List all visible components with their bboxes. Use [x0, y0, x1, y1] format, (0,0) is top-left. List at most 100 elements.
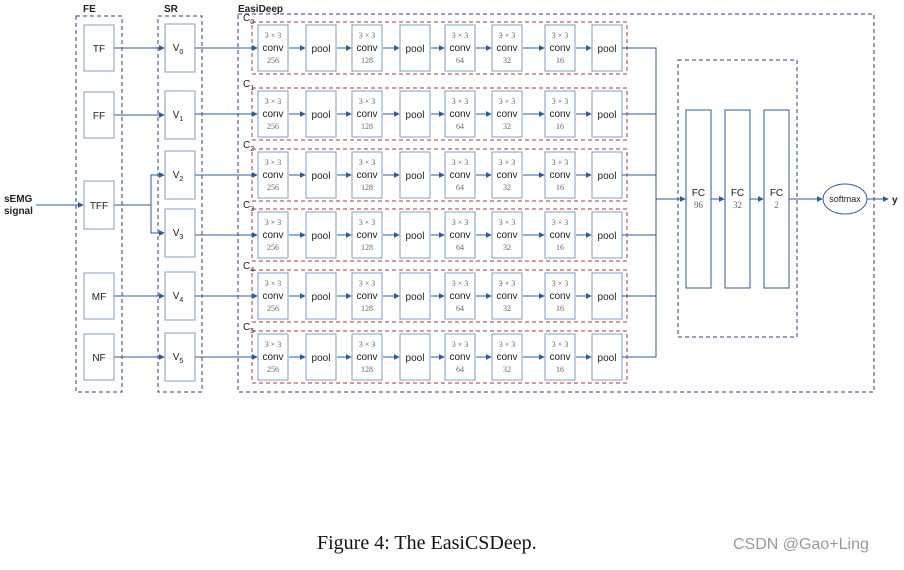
channel-label-4: C4 [243, 261, 254, 274]
conv-kernel-label: 3 × 3 [452, 218, 469, 227]
conv-label: conv [262, 291, 283, 302]
pool-block [305, 151, 337, 199]
channel-label-1: C1 [243, 79, 254, 92]
watermark-text: CSDN @Gao+Ling [733, 536, 869, 553]
conv-label: conv [356, 230, 377, 241]
conv-label: conv [262, 352, 283, 363]
fe-section [75, 15, 123, 393]
conv-block [257, 24, 289, 72]
feature-label: TFF [90, 201, 108, 212]
conv-block [257, 90, 289, 138]
view-box-1 [164, 90, 196, 140]
conv-filter-label: 16 [556, 183, 564, 192]
pool-block [305, 90, 337, 138]
pool-block [305, 24, 337, 72]
conv-kernel-label: 3 × 3 [552, 340, 569, 349]
conv-filter-label: 64 [456, 304, 464, 313]
fc-layer-96 [685, 109, 712, 289]
pool-label: pool [312, 231, 331, 242]
conv-filter-label: 128 [361, 183, 373, 192]
pool-label: pool [406, 292, 425, 303]
conv-kernel-label: 3 × 3 [499, 158, 516, 167]
conv-label: conv [449, 230, 470, 241]
conv-kernel-label: 3 × 3 [265, 218, 282, 227]
conv-label: conv [356, 43, 377, 54]
fc-layer-2 [763, 109, 790, 289]
conv-block [491, 90, 523, 138]
conv-block [544, 90, 576, 138]
conv-block [257, 333, 289, 381]
feature-box-tf [83, 24, 115, 72]
pool-label: pool [598, 110, 617, 121]
conv-filter-label: 64 [456, 183, 464, 192]
channel-label-2: C2 [243, 140, 254, 153]
conv-block [544, 211, 576, 259]
input-label-semg: sEMG [4, 194, 33, 205]
conv-block [257, 151, 289, 199]
fc-units-label: 32 [733, 200, 742, 210]
conv-kernel-label: 3 × 3 [452, 340, 469, 349]
conv-block [444, 333, 476, 381]
conv-kernel-label: 3 × 3 [552, 31, 569, 40]
conv-kernel-label: 3 × 3 [452, 31, 469, 40]
feature-label: TF [93, 44, 105, 55]
pool-block [305, 211, 337, 259]
feature-box-nf [83, 333, 115, 381]
sr-section-label: SR [164, 4, 179, 15]
view-label-4: V4 [173, 291, 184, 304]
conv-filter-label: 256 [267, 122, 279, 131]
conv-filter-label: 256 [267, 365, 279, 374]
conv-filter-label: 128 [361, 122, 373, 131]
pool-block [591, 333, 623, 381]
sr-section [157, 15, 203, 393]
conv-kernel-label: 3 × 3 [359, 158, 376, 167]
conv-kernel-label: 3 × 3 [265, 97, 282, 106]
pool-label: pool [406, 171, 425, 182]
tff-to-v2-arrow [114, 172, 165, 206]
view-box-4 [164, 271, 196, 321]
row-to-merge-2 [622, 174, 657, 199]
conv-kernel-label: 3 × 3 [265, 340, 282, 349]
feature-box-tff [83, 180, 115, 230]
conv-kernel-label: 3 × 3 [552, 279, 569, 288]
conv-block [444, 151, 476, 199]
fc-units-label: 96 [694, 200, 704, 210]
conv-label: conv [496, 352, 517, 363]
pool-block [591, 151, 623, 199]
pool-label: pool [598, 353, 617, 364]
feature-label: MF [92, 292, 106, 303]
softmax-label: softmax [829, 194, 861, 204]
conv-label: conv [549, 43, 570, 54]
conv-filter-label: 32 [503, 304, 511, 313]
pool-block [591, 211, 623, 259]
conv-filter-label: 256 [267, 243, 279, 252]
conv-block [351, 24, 383, 72]
conv-filter-label: 256 [267, 304, 279, 313]
channel-label-0: C0 [243, 13, 254, 26]
pool-label: pool [312, 171, 331, 182]
conv-label: conv [449, 170, 470, 181]
conv-label: conv [549, 170, 570, 181]
conv-filter-label: 256 [267, 56, 279, 65]
conv-block [351, 333, 383, 381]
conv-label: conv [496, 291, 517, 302]
conv-kernel-label: 3 × 3 [359, 340, 376, 349]
conv-filter-label: 16 [556, 243, 564, 252]
conv-block [544, 333, 576, 381]
fc-label: FC [692, 188, 705, 199]
pool-label: pool [406, 353, 425, 364]
feature-label: FF [93, 111, 105, 122]
conv-filter-label: 64 [456, 56, 464, 65]
tff-to-v3-arrow [150, 205, 165, 236]
view-label-0: V0 [173, 43, 184, 56]
view-label-5: V5 [173, 352, 184, 365]
conv-block [544, 272, 576, 320]
conv-label: conv [449, 43, 470, 54]
pool-block [399, 24, 431, 72]
view-box-5 [164, 332, 196, 382]
view-box-3 [164, 208, 196, 258]
conv-kernel-label: 3 × 3 [452, 97, 469, 106]
conv-block [544, 24, 576, 72]
view-label-2: V2 [173, 170, 184, 183]
conv-block [491, 211, 523, 259]
